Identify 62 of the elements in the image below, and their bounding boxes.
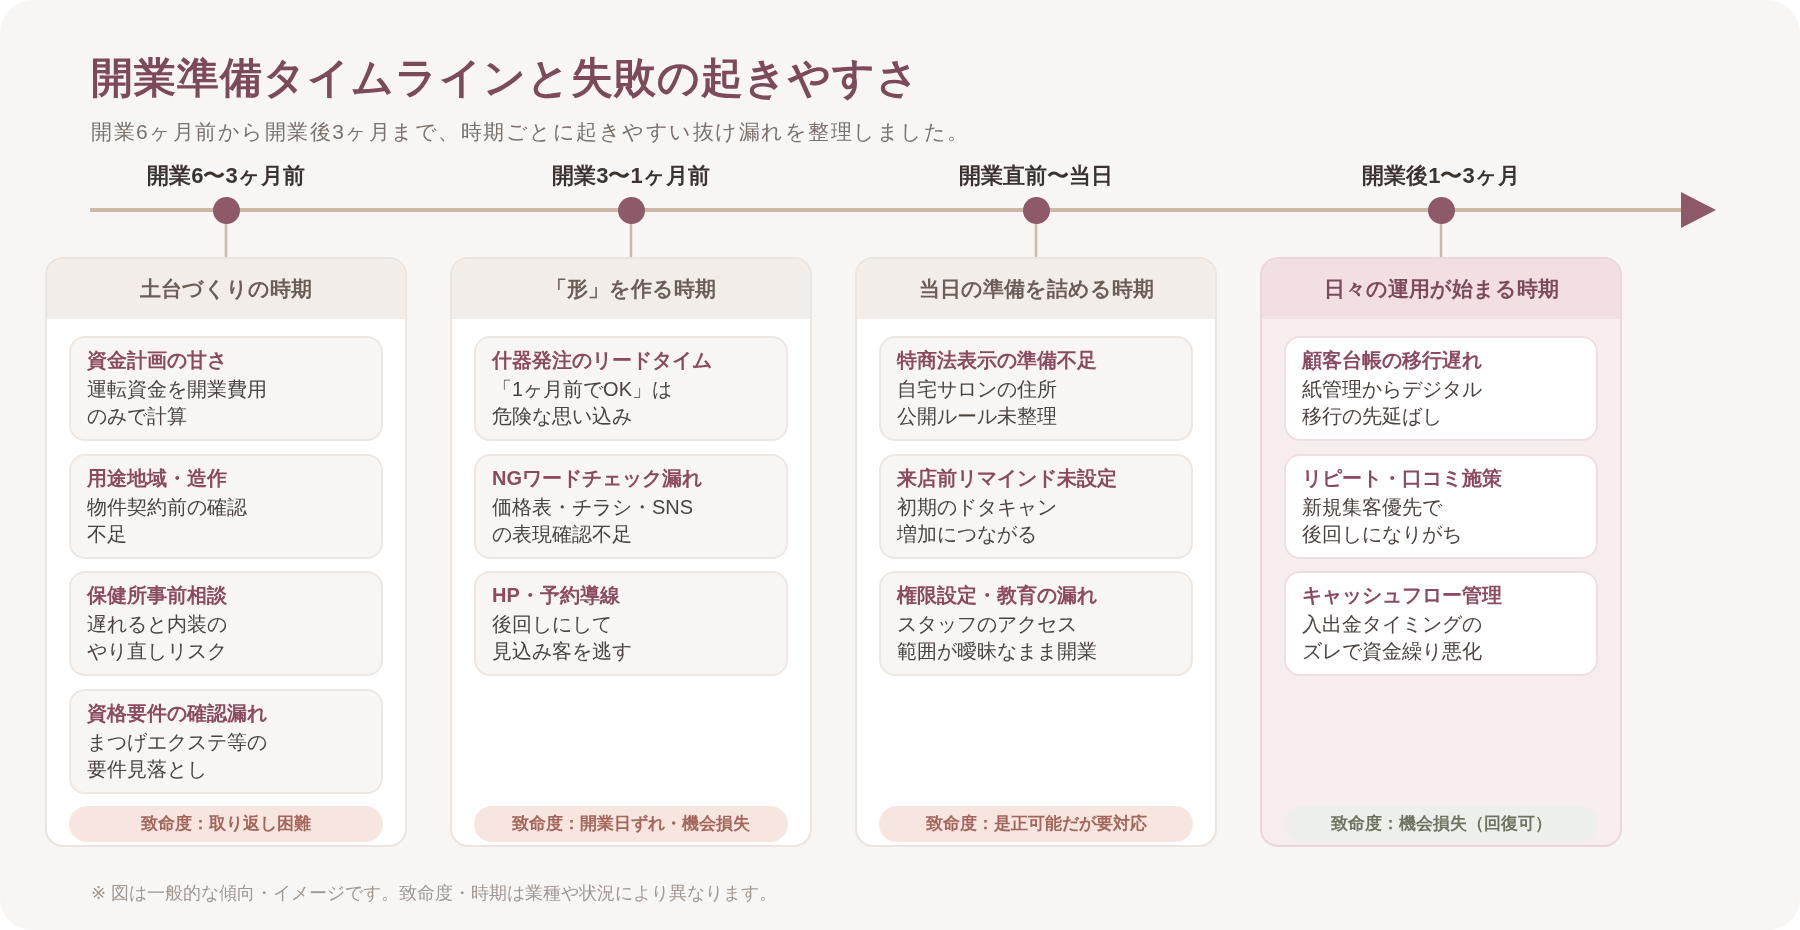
phase-column: [450, 257, 812, 847]
risk-description: まつげエクステ等の要件見落とし: [87, 729, 268, 782]
period-label: 開業直前〜当日: [959, 162, 1113, 190]
risk-description: 後回しにして見込み客を逃す: [492, 612, 633, 664]
risk-card: [879, 336, 1193, 441]
risk-description: 物件契約前の確認不足: [87, 494, 248, 547]
period-label: 開業3〜1ヶ月前: [552, 162, 710, 190]
risk-title: 什器発注のリードタイム: [492, 348, 712, 373]
period-label: 開業6〜3ヶ月前: [147, 162, 305, 190]
footnote: ※ 図は一般的な傾向・イメージです。致命度・時期は業種や状況により異なります。: [91, 882, 778, 905]
risk-description: 運転資金を開業費用のみで計算: [87, 377, 268, 429]
risk-card: [1284, 336, 1598, 441]
risk-card: [474, 453, 788, 559]
risk-card: [69, 688, 383, 794]
risk-title: キャッシュフロー管理: [1302, 583, 1502, 608]
diagram-title: 開業準備タイムラインと失敗の起きやすさ: [91, 54, 920, 103]
risk-card: [474, 571, 788, 676]
severity-note: 致命度：是正可能だが要対応: [879, 806, 1193, 842]
risk-description: 入出金タイミングのズレで資金繰り悪化: [1302, 612, 1483, 664]
severity-note: 致命度：開業日ずれ・機会損失: [474, 806, 788, 842]
risk-title: 来店前リマインド未設定: [897, 465, 1117, 491]
risk-title: 特商法表示の準備不足: [897, 348, 1097, 373]
risk-description: スタッフのアクセス範囲が曖昧なまま開業: [897, 612, 1098, 664]
subtitle: 開業6ヶ月前から開業後3ヶ月まで、時期ごとに起きやすい抜け漏れを整理しました。: [91, 119, 970, 145]
risk-title: 資格要件の確認漏れ: [87, 700, 267, 726]
risk-card: [474, 336, 788, 441]
phase-heading: 土台づくりの時期: [47, 259, 405, 319]
risk-title: 権限設定・教育の漏れ: [897, 583, 1097, 608]
risk-description: 「1ヶ月前でOK」は危険な思い込み: [492, 377, 674, 429]
phase-column: [45, 257, 407, 847]
risk-title: NGワードチェック漏れ: [492, 465, 702, 491]
risk-title: 用途地域・造作: [87, 465, 227, 491]
risk-description: 価格表・チラシ・SNSの表現確認不足: [492, 494, 695, 547]
period-label: 開業後1〜3ヶ月: [1362, 162, 1520, 190]
connector-line: [224, 223, 228, 257]
risk-title: 保健所事前相談: [87, 583, 227, 608]
phase-column: [1260, 257, 1622, 847]
risk-description: 初期のドタキャン増加につながる: [897, 494, 1058, 547]
risk-description: 新規集客優先で後回しになりがち: [1302, 494, 1463, 547]
risk-description: 紙管理からデジタル移行の先延ばし: [1302, 377, 1483, 429]
risk-description: 遅れると内装のやり直しリスク: [87, 612, 228, 664]
severity-note: 致命度：取り返し困難: [69, 806, 383, 842]
risk-card: [69, 336, 383, 441]
severity-note: 致命度：機会損失（回復可）: [1284, 806, 1598, 842]
connector-line: [1439, 223, 1443, 257]
risk-title: 資金計画の甘さ: [87, 348, 227, 373]
phase-heading: 日々の運用が始まる時期: [1262, 259, 1620, 319]
phase-heading: 「形」を作る時期: [452, 259, 810, 319]
risk-card: [879, 453, 1193, 559]
phase-heading: 当日の準備を詰める時期: [857, 259, 1215, 319]
connector-line: [629, 223, 633, 257]
risk-card: [879, 571, 1193, 676]
risk-card: [69, 453, 383, 559]
risk-card: [1284, 453, 1598, 559]
risk-card: [69, 571, 383, 676]
risk-title: HP・予約導線: [492, 583, 620, 608]
risk-title: 顧客台帳の移行遅れ: [1302, 348, 1482, 373]
risk-title: リピート・口コミ施策: [1302, 465, 1502, 491]
phase-column: [855, 257, 1217, 847]
risk-description: 自宅サロンの住所公開ルール未整理: [897, 377, 1058, 429]
connector-line: [1034, 223, 1038, 257]
risk-card: [1284, 571, 1598, 676]
